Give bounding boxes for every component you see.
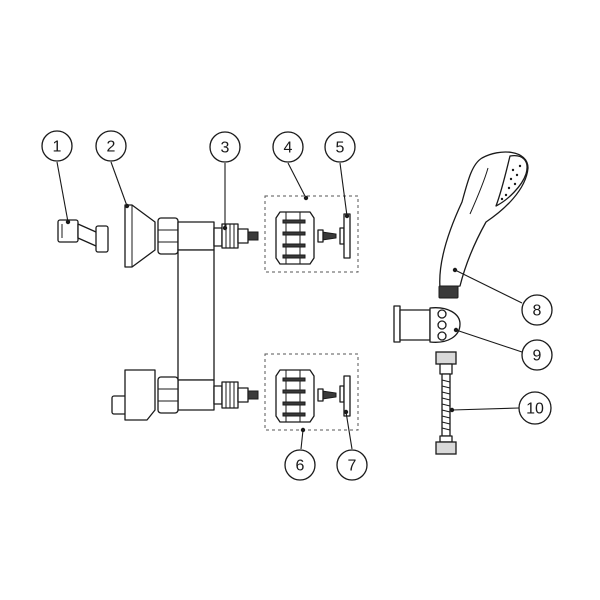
part-2-wall-flange	[124, 204, 156, 268]
callout-1: 1	[41, 130, 73, 162]
callout-2: 2	[95, 130, 127, 162]
callout-10-label: 10	[526, 401, 544, 418]
part-1-wall-elbow	[57, 219, 109, 253]
hose-ridges	[441, 379, 451, 431]
leader-lines	[56, 161, 523, 450]
part-4-handle-upper	[275, 211, 315, 265]
part-5-cap-upper	[339, 213, 351, 259]
callout-3-label: 3	[221, 140, 230, 157]
cartridge-lower	[213, 381, 259, 409]
part-6-handle-kit-box	[264, 353, 359, 431]
part-9-wall-bracket	[393, 305, 461, 343]
mixer-body	[157, 217, 215, 414]
callout-5: 5	[324, 131, 356, 163]
callout-5-label: 5	[336, 140, 345, 157]
callout-8: 8	[521, 294, 553, 326]
callout-7-label: 7	[348, 458, 357, 475]
part-3-cartridge-upper	[213, 223, 259, 249]
callout-2-label: 2	[107, 139, 116, 156]
callout-9: 9	[521, 339, 553, 371]
lower-wall-flange	[124, 369, 156, 421]
handle-screw-lower	[317, 388, 337, 402]
part-6-handle-lower	[275, 369, 315, 423]
handle-screw-upper	[317, 229, 337, 243]
callout-6: 6	[284, 449, 316, 481]
callout-4-label: 4	[284, 140, 293, 157]
part-10-shower-hose	[435, 351, 457, 455]
part-4-handle-kit-box	[264, 195, 359, 273]
callout-4: 4	[272, 131, 304, 163]
callout-3: 3	[209, 131, 241, 163]
callout-1-label: 1	[53, 139, 62, 156]
callout-8-label: 8	[533, 303, 542, 320]
part-7-cap-lower	[339, 375, 351, 417]
callout-7: 7	[336, 449, 368, 481]
shower-nozzles	[500, 164, 522, 201]
part-8-hand-shower	[438, 151, 529, 299]
callout-6-label: 6	[296, 458, 305, 475]
callout-10: 10	[518, 391, 552, 425]
callout-9-label: 9	[533, 348, 542, 365]
